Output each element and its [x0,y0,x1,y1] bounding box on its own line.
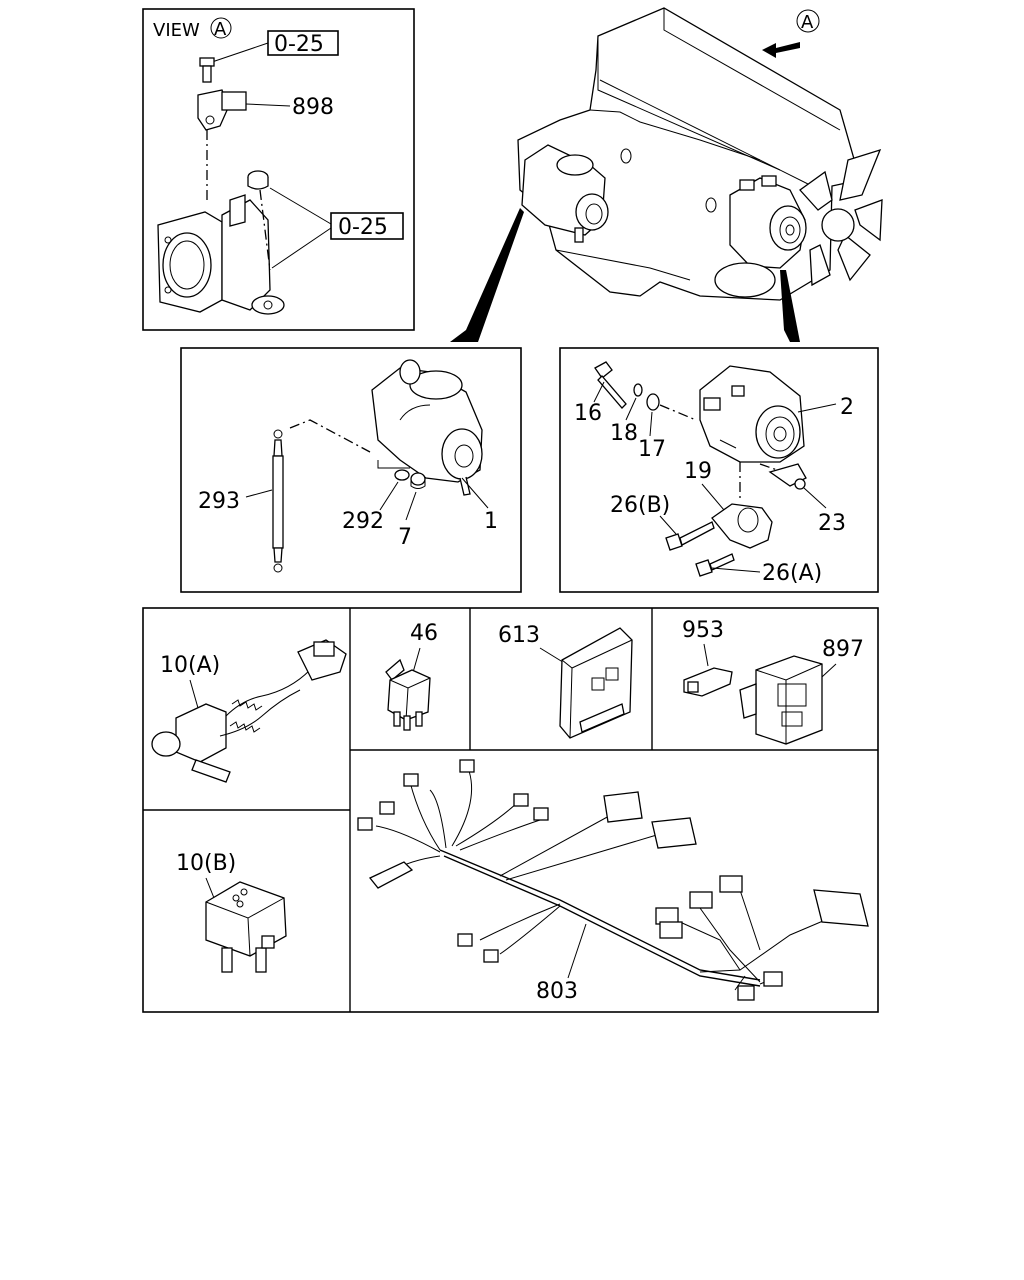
view-a-panel: VIEW A 0-25 898 [142,8,415,331]
leader-1 [461,477,489,509]
starter-motor-icon [371,359,483,496]
relay-b-panel: 10(B) [176,851,287,973]
label-897: 897 [822,637,864,662]
ref-label-top: 0-25 [274,32,324,57]
leader-292 [379,481,399,511]
leader-898 [245,103,291,107]
nut-icon [247,170,269,190]
leader-ref-bottom-2 [271,227,332,269]
nut-icon-7 [410,472,426,489]
leader-953 [703,643,709,667]
bracket-19-icon [711,503,773,549]
view-arrow-icon [762,42,800,58]
assembly-line-2 [259,189,271,271]
leader-ref-bottom-1 [269,187,332,225]
label-803: 803 [536,979,578,1004]
bolt-23-icon [768,463,807,490]
relay-b-icon [205,881,287,973]
alternator-icon [699,365,805,463]
lower-grid [142,607,879,1013]
view-marker-letter: A [214,19,227,40]
leader-17 [649,411,653,437]
label-293: 293 [198,489,240,514]
bolt-26b-icon [665,521,715,551]
relay-46-panel: 46 [385,621,438,731]
ref-box-bottom [330,212,404,240]
leader-10b [205,877,215,899]
label-613: 613 [498,623,540,648]
leader-2 [797,403,837,413]
bolt-16-icon [594,361,627,409]
label-18: 18 [610,421,638,446]
view-a-frame [142,8,415,331]
leader-16 [593,381,605,403]
housing-icon [157,194,285,315]
relay-46-icon [385,658,431,731]
bolt-icon [199,57,215,83]
zoom-wedge-alternator [780,270,800,342]
label-292: 292 [342,509,384,534]
relay-a-panel: 10(A) [151,639,347,783]
ecu-panel: 613 [498,623,633,739]
label-1: 1 [484,509,498,534]
leader-26b [659,515,677,535]
leader-ref-top [211,42,269,63]
alternator-frame [559,347,879,593]
label-46: 46 [410,621,438,646]
bolt-26a-icon [695,553,735,577]
label-7: 7 [398,525,412,550]
leader-10a [189,679,199,709]
sensor-icon [197,89,247,131]
ecu-icon [559,627,633,739]
label-19: 19 [684,459,712,484]
alt-assembly-line [659,404,697,421]
leader-7 [405,491,417,521]
starter-frame [180,347,522,593]
ref-label-bottom: 0-25 [338,215,388,240]
label-953: 953 [682,618,724,643]
battery-cable-icon [272,429,284,573]
label-898: 898 [292,95,334,120]
label-17: 17 [638,437,666,462]
washer-icon [394,469,410,481]
label-23: 23 [818,511,846,536]
washer-17-icon [646,393,660,411]
starter-assembly-line [289,419,371,453]
relay-a-icon [151,639,347,783]
harness-panel: 803 [357,759,869,1004]
engine-alternator-icon [714,175,807,298]
alternator-panel: 16 18 17 2 19 [559,347,879,593]
label-10b: 10(B) [176,851,236,876]
switch-panel: 953 897 [682,618,864,745]
leader-293 [245,489,273,498]
switch-897-icon [739,655,823,745]
fan-icon [799,148,883,287]
label-16: 16 [574,401,602,426]
leader-19 [701,483,725,511]
engine-block-icon [517,7,861,301]
leader-23 [803,487,827,509]
view-title: VIEW [153,20,200,41]
leader-803 [567,923,587,979]
label-10a: 10(A) [160,653,220,678]
engine-starter-icon [521,144,609,243]
starter-panel: 293 292 7 1 [180,347,522,593]
switch-953-icon [683,667,733,697]
starter-assembly-line-2 [377,460,410,469]
engine-overview: A [450,7,883,342]
leader-26a [711,567,761,573]
washer-18-icon [633,383,643,397]
engine-view-marker-letter: A [801,12,814,33]
zoom-wedge-starter [450,208,524,342]
wiring-harness-icon [357,759,869,1001]
view-marker-circle [210,17,232,39]
engine-view-marker-circle [796,9,820,33]
label-26b: 26(B) [610,493,670,518]
label-26a: 26(A) [762,561,822,586]
leader-18 [625,397,637,421]
label-2: 2 [840,395,854,420]
